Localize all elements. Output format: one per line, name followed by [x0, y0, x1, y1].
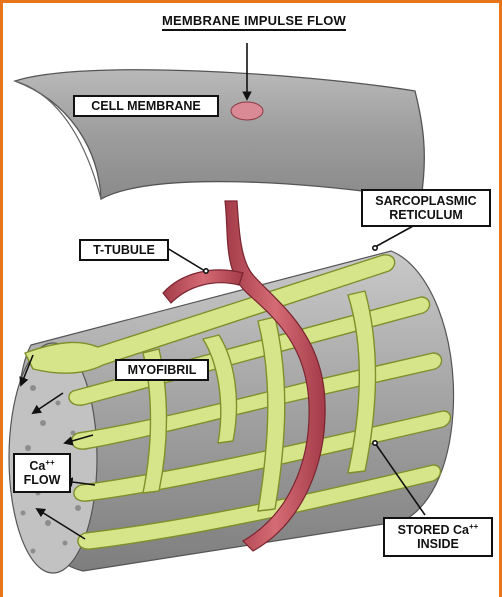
myofibril-label: MYOFIBRIL	[115, 359, 209, 381]
stored-ca-label-line2: INSIDE	[417, 537, 459, 551]
cell-membrane-label-text: CELL MEMBRANE	[91, 99, 201, 113]
diagram-title: MEMBRANE IMPULSE FLOW	[121, 13, 387, 28]
myofibril-label-text: MYOFIBRIL	[128, 363, 197, 377]
cell-membrane-label: CELL MEMBRANE	[73, 95, 219, 117]
t-tubule-label-text: T-TUBULE	[93, 243, 155, 257]
ca-flow-label-line1: Ca++	[29, 459, 54, 473]
ca-flow-label: Ca++ FLOW	[13, 453, 71, 493]
stored-ca-superscript: ++	[469, 522, 478, 531]
sarcoplasmic-reticulum-label: SARCOPLASMIC RETICULUM	[361, 189, 491, 227]
cell-membrane	[15, 70, 424, 199]
muscle-fiber-illustration	[3, 3, 502, 597]
ca-flow-base: Ca	[29, 459, 45, 473]
stored-ca-label: STORED Ca++ INSIDE	[383, 517, 493, 557]
sarcoplasmic-label-line1: SARCOPLASMIC	[375, 194, 476, 208]
ca-flow-label-line2: FLOW	[24, 473, 61, 487]
sarcoplasmic-label-line2: RETICULUM	[389, 208, 463, 222]
ca-flow-superscript: ++	[45, 458, 54, 467]
t-tubule-label: T-TUBULE	[79, 239, 169, 261]
stored-ca-label-line1: STORED Ca++	[398, 523, 479, 537]
diagram-title-text: MEMBRANE IMPULSE FLOW	[162, 13, 346, 31]
stored-ca-base: STORED Ca	[398, 523, 469, 537]
